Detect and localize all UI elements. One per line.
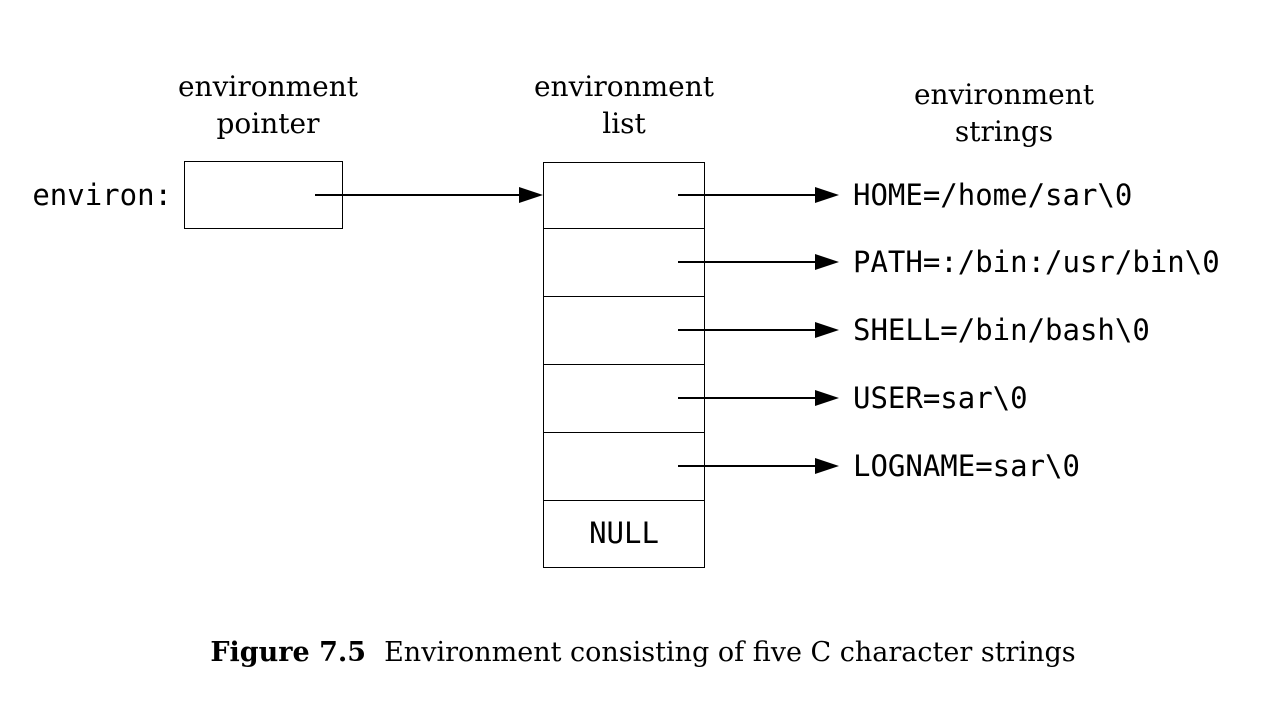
arrow-head-icon [519, 187, 543, 203]
arrow-line [678, 261, 815, 263]
env-string-path: PATH=:/bin:/usr/bin\0 [853, 245, 1220, 279]
env-string-logname: LOGNAME=sar\0 [853, 449, 1080, 483]
environment-pointer-heading: environment pointer [177, 70, 359, 140]
cell-divider [544, 295, 704, 297]
arrow-line [315, 194, 520, 196]
environment-list-box: NULL [543, 162, 705, 568]
env-string-home: HOME=/home/sar\0 [853, 178, 1133, 212]
arrow-head-icon [815, 390, 839, 406]
figure-caption: Figure 7.5 Environment consisting of five… [0, 636, 1286, 670]
null-cell-label: NULL [589, 516, 659, 550]
cell-divider [544, 363, 704, 365]
cell-divider [544, 227, 704, 229]
arrow-line [678, 397, 815, 399]
env-string-shell: SHELL=/bin/bash\0 [853, 313, 1150, 347]
cell-divider [544, 499, 704, 501]
environ-label: environ: [32, 178, 172, 212]
figure-caption-text: Environment consisting of five C charact… [384, 637, 1076, 668]
arrow-head-icon [815, 187, 839, 203]
env-string-user: USER=sar\0 [853, 381, 1028, 415]
arrow-head-icon [815, 322, 839, 338]
figure-caption-number: Figure 7.5 [210, 637, 367, 668]
arrow-head-icon [815, 458, 839, 474]
arrow-line [678, 329, 815, 331]
arrow-line [678, 465, 815, 467]
arrow-head-icon [815, 254, 839, 270]
environment-strings-heading: environment strings [913, 78, 1095, 148]
arrow-line [678, 194, 815, 196]
environment-list-heading: environment list [533, 70, 715, 140]
cell-divider [544, 431, 704, 433]
